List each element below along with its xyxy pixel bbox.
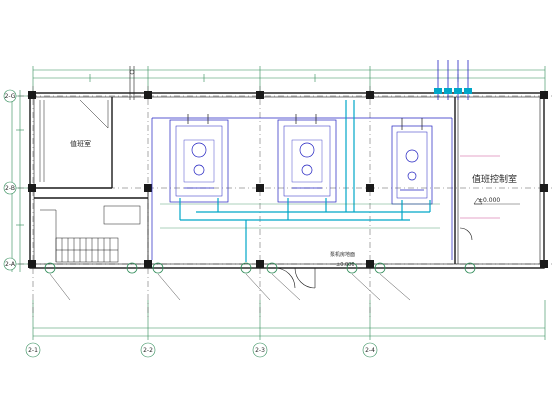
valve-icon bbox=[464, 262, 476, 274]
axis-label-2-A: 2-A bbox=[5, 261, 16, 268]
room-label-control: 值班控制室 bbox=[472, 173, 517, 185]
circle-icon bbox=[140, 342, 156, 358]
pump-unit-1 bbox=[169, 114, 229, 203]
valve-icon bbox=[346, 262, 358, 274]
valve-icon bbox=[152, 262, 164, 274]
structural-columns bbox=[28, 91, 548, 268]
axis-label-2-G: 2-G bbox=[5, 93, 16, 100]
pipe-network bbox=[179, 100, 431, 262]
valve-icon bbox=[44, 262, 56, 274]
pump-unit-3 bbox=[391, 118, 433, 205]
circle-icon bbox=[25, 342, 41, 358]
building-walls bbox=[29, 92, 545, 269]
axis-labels: 2-1 2-2 2-3 2-4 2-G 2-B 2-A bbox=[5, 93, 376, 354]
bottom-openings bbox=[274, 227, 473, 289]
axis-label-2-2: 2-2 bbox=[143, 347, 153, 354]
pump-unit-2 bbox=[277, 114, 337, 203]
circle-icon bbox=[3, 89, 17, 103]
riser-group-right bbox=[434, 60, 472, 100]
valve-icon bbox=[126, 262, 138, 274]
axis-label-2-4: 2-4 bbox=[365, 347, 375, 354]
control-room-leaders bbox=[460, 155, 500, 219]
circle-icon bbox=[252, 342, 268, 358]
upper-left-room bbox=[39, 99, 109, 182]
axis-bubbles bbox=[3, 89, 378, 358]
valve-icon bbox=[374, 262, 386, 274]
left-dimension-chain bbox=[8, 90, 36, 272]
pipe-network-dim bbox=[160, 203, 440, 229]
circle-icon bbox=[362, 342, 378, 358]
pump-room-outline bbox=[151, 117, 453, 260]
valve-icon bbox=[240, 262, 252, 274]
axis-label-2-B: 2-B bbox=[5, 185, 15, 192]
axis-label-2-1: 2-1 bbox=[28, 347, 38, 354]
valve-icon bbox=[266, 262, 278, 274]
bottom-dimension-chain bbox=[32, 300, 546, 340]
riser-group-left bbox=[129, 66, 135, 100]
top-dimension-chain bbox=[32, 66, 546, 96]
staircase bbox=[40, 205, 141, 263]
pump-hall-label: 泵机房地面 bbox=[330, 251, 355, 258]
leader-lines bbox=[49, 273, 411, 301]
pump-level-mark: ±0.000 bbox=[336, 262, 355, 268]
valve-icons bbox=[44, 262, 476, 274]
room-label-upper-left: 值班室 bbox=[70, 139, 91, 148]
axis-label-2-3: 2-3 bbox=[255, 347, 265, 354]
circle-icon bbox=[3, 181, 17, 195]
control-level-mark: ±0.000 bbox=[478, 197, 500, 204]
circle-icon bbox=[3, 257, 17, 271]
